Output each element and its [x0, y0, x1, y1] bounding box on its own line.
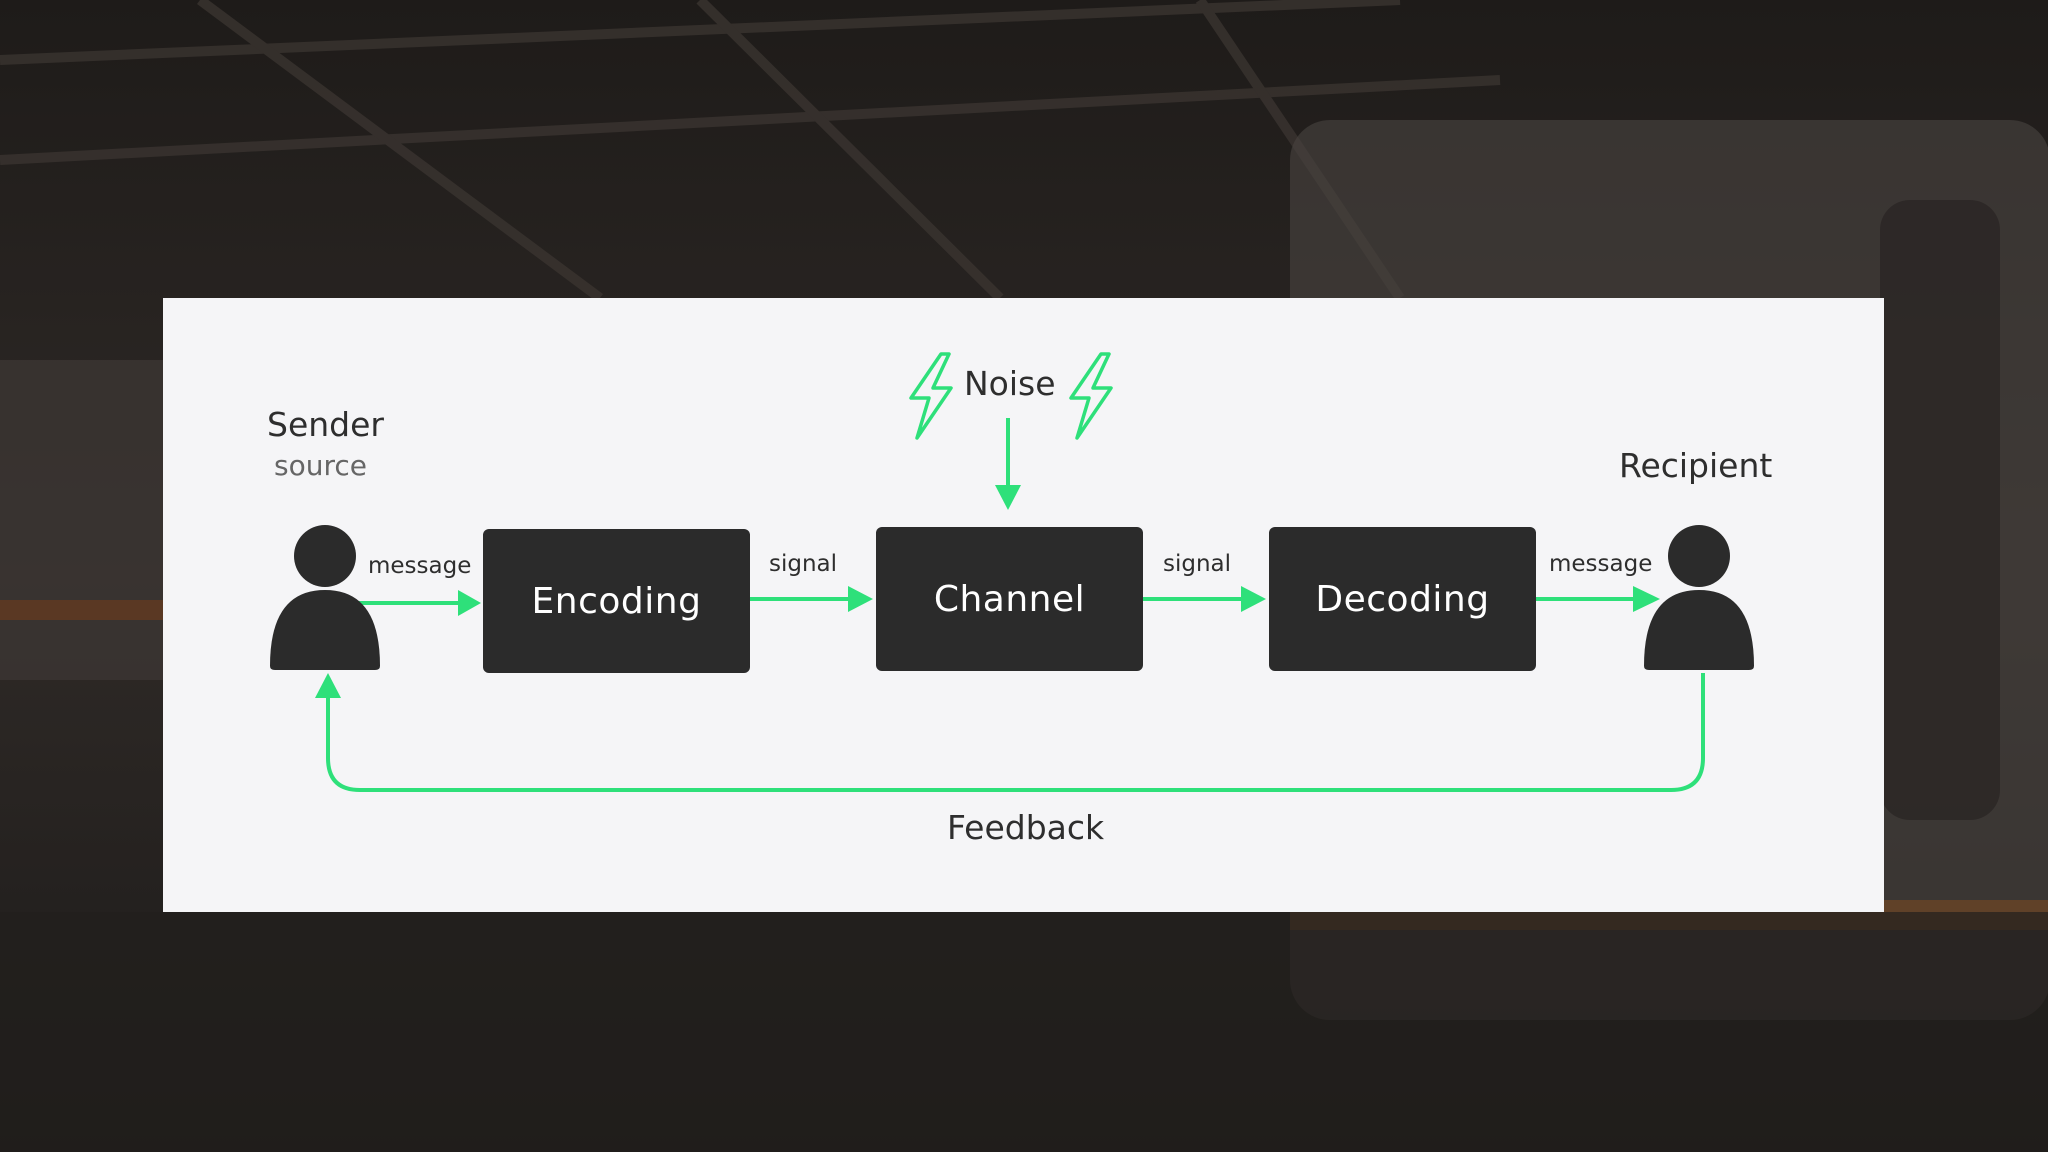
person-icon [1644, 525, 1754, 670]
arrow-channel-to-decoding [1143, 586, 1266, 612]
arrow-label-signal-right: signal [1163, 551, 1232, 577]
decoding-box: Decoding [1269, 527, 1536, 671]
person-icon [270, 525, 380, 670]
channel-box: Channel [876, 527, 1143, 671]
lightning-bolt-icon [909, 352, 953, 440]
lightning-bolt-icon [1069, 352, 1113, 440]
sender-subtitle: source [274, 449, 367, 482]
arrow-label-signal-left: signal [769, 551, 838, 577]
arrow-decoding-to-recipient [1536, 586, 1660, 612]
arrow-encoding-to-channel [750, 586, 873, 612]
diagram-connectors [270, 352, 1754, 792]
feedback-loop-arrow [315, 673, 1705, 792]
noise-label: Noise [964, 364, 1056, 403]
encoding-box: Encoding [483, 529, 750, 673]
arrow-sender-to-encoding [358, 590, 481, 616]
arrow-noise-to-channel [995, 418, 1021, 510]
arrow-label-message-right: message [1549, 551, 1653, 577]
recipient-title: Recipient [1619, 446, 1773, 485]
feedback-label: Feedback [947, 808, 1105, 847]
arrow-label-message-left: message [368, 553, 472, 579]
sender-title: Sender [267, 405, 384, 444]
diagram-card: Sender source Recipient Noise Encoding C… [163, 298, 1884, 912]
